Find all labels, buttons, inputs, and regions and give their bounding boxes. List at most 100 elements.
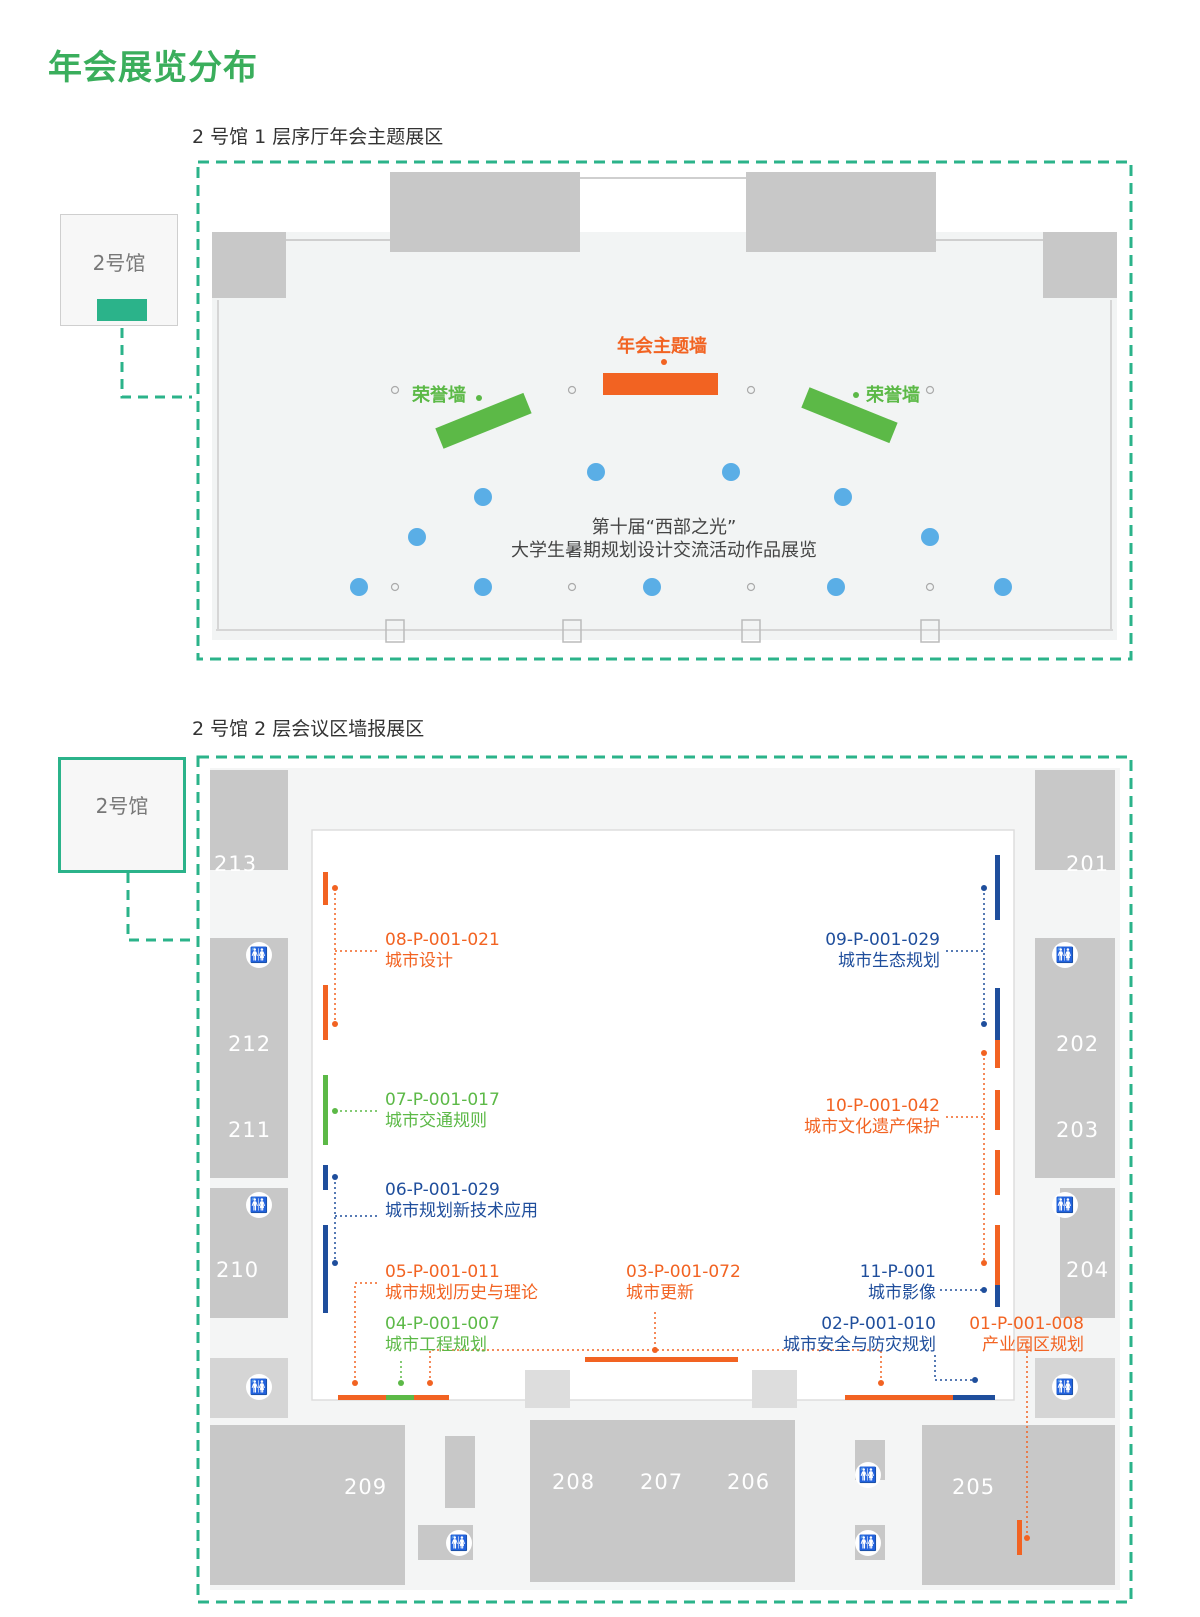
room-number: 209 <box>344 1475 388 1499</box>
board-07 <box>323 1075 328 1145</box>
board-marker <box>427 1380 433 1386</box>
honor-wall-right-label: 荣誉墙 <box>866 385 920 406</box>
pillar-block <box>212 232 286 298</box>
board-03 <box>585 1357 738 1362</box>
lobby-floor <box>212 232 1117 640</box>
column-marker <box>746 385 756 395</box>
atrium-column <box>752 1370 797 1408</box>
board-marker <box>1024 1535 1030 1541</box>
mini-map-label: 2号馆 <box>92 251 146 275</box>
board-09 <box>995 988 1000 1040</box>
display-board-marker <box>474 488 492 506</box>
section1-frame <box>196 160 1133 661</box>
board-03-left <box>414 1395 449 1400</box>
board-10 <box>995 1090 1000 1130</box>
pillar-block <box>390 172 580 252</box>
room-208-207-206 <box>530 1420 795 1582</box>
display-board-marker <box>827 578 845 596</box>
board-marker <box>652 1347 658 1353</box>
display-board-marker <box>350 578 368 596</box>
atrium-column <box>525 1370 570 1408</box>
section2-frame <box>196 755 1133 1604</box>
room-number: 202 <box>1056 1032 1100 1056</box>
board-10 <box>995 1040 1000 1068</box>
restroom-icon: 🚻 <box>246 942 272 968</box>
board-01 <box>1017 1520 1022 1555</box>
room-number: 207 <box>640 1470 684 1494</box>
room-212-211 <box>210 938 288 1178</box>
board-03-right <box>845 1395 953 1400</box>
page-title: 年会展览分布 <box>48 48 258 88</box>
service-block <box>445 1436 475 1508</box>
room-number: 208 <box>552 1470 596 1494</box>
room-number: 203 <box>1056 1118 1100 1142</box>
pillar-block <box>746 172 936 252</box>
leader-line-05 <box>354 1282 378 1383</box>
door-icon <box>562 619 582 643</box>
column-marker <box>567 582 577 592</box>
section1-label: 2 号馆 1 层序厅年会主题展区 <box>192 126 444 148</box>
restroom-icon: 🚻 <box>855 1530 881 1556</box>
board-08 <box>323 872 328 905</box>
restroom-icon: 🚻 <box>246 1192 272 1218</box>
column-marker <box>390 385 400 395</box>
pillar-block <box>1043 232 1117 298</box>
conference-atrium <box>311 829 1015 1401</box>
section1-mini-map: 2号馆 <box>60 214 178 326</box>
mini-map-label: 2号馆 <box>95 794 149 818</box>
board-05 <box>323 1225 328 1313</box>
board-10 <box>995 1225 1000 1285</box>
room-number: 201 <box>1066 852 1110 876</box>
mini-map-highlight <box>97 299 147 321</box>
board-marker <box>981 1260 987 1266</box>
column-marker <box>567 385 577 395</box>
restroom-icon: 🚻 <box>1052 1192 1078 1218</box>
column-marker <box>390 582 400 592</box>
board-04 <box>386 1395 414 1400</box>
board-marker <box>878 1380 884 1386</box>
section2-label: 2 号馆 2 层会议区墙报展区 <box>192 718 425 740</box>
room-number: 210 <box>216 1258 260 1282</box>
board-05-bottom <box>338 1395 386 1400</box>
restroom-icon: 🚻 <box>246 1374 272 1400</box>
board-02 <box>953 1395 995 1400</box>
display-board-marker <box>408 528 426 546</box>
leader-line-02 <box>934 1355 975 1381</box>
board-marker <box>972 1377 978 1383</box>
board-10 <box>995 1150 1000 1195</box>
door-icon <box>741 619 761 643</box>
display-board-marker <box>643 578 661 596</box>
restroom-icon: 🚻 <box>446 1530 472 1556</box>
room-number: 204 <box>1066 1258 1110 1282</box>
door-icon <box>385 619 405 643</box>
room-number: 205 <box>952 1475 996 1499</box>
board-marker <box>981 1287 987 1293</box>
column-marker <box>925 385 935 395</box>
board-08 <box>323 985 328 1040</box>
room-201 <box>1035 770 1115 870</box>
room-205 <box>922 1425 1115 1585</box>
exhibition-title-line2: 大学生暑期规划设计交流活动作品展览 <box>511 540 817 561</box>
display-board-marker <box>994 578 1012 596</box>
section1-connector <box>120 328 192 399</box>
board-marker <box>398 1380 404 1386</box>
display-board-marker <box>722 463 740 481</box>
room-213 <box>210 770 288 870</box>
section2-mini-map: 2号馆 <box>58 757 186 873</box>
restroom-icon: 🚻 <box>1052 942 1078 968</box>
room-number: 211 <box>228 1118 272 1142</box>
exhibition-title-line1: 第十届“西部之光” <box>591 517 737 538</box>
board-06 <box>323 1165 328 1190</box>
room-number: 212 <box>228 1032 272 1056</box>
theme-wall-label: 年会主题墙 <box>617 336 707 357</box>
door-icon <box>920 619 940 643</box>
display-board-marker <box>474 578 492 596</box>
